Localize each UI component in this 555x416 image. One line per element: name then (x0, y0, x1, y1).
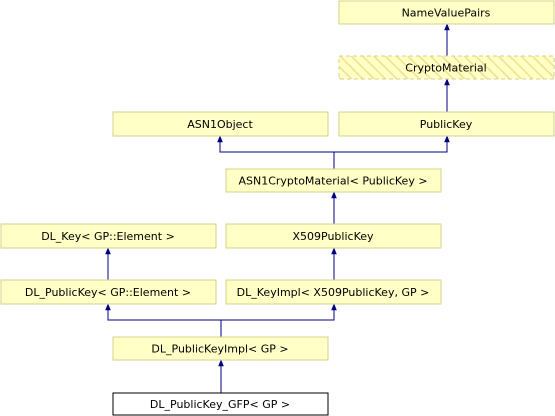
node-dlkey[interactable]: DL_Key< GP::Element > (0, 223, 217, 249)
node-x509publickey[interactable]: X509PublicKey (225, 223, 442, 249)
node-namevaluepairs[interactable]: NameValuePairs (338, 0, 555, 25)
edges (105, 23, 450, 393)
node-dlkey-label: DL_Key< GP::Element > (41, 230, 175, 243)
node-x509publickey-label: X509PublicKey (292, 230, 374, 243)
node-dlpublickeyimpl-label: DL_PublicKeyImpl< GP > (151, 343, 288, 356)
node-dlpublickey[interactable]: DL_PublicKey< GP::Element > (0, 279, 217, 305)
node-dlpublickeygfp[interactable]: DL_PublicKey_GFP< GP > (112, 392, 329, 416)
node-dlkeyimpl-label: DL_KeyImpl< X509PublicKey, GP > (237, 286, 430, 299)
node-cryptomaterial-label: CryptoMaterial (405, 62, 486, 75)
node-asn1cryptomaterial-label: ASN1CryptoMaterial< PublicKey > (238, 175, 427, 188)
edge-dlpublickeyimpl-to-dlkeyimpl (221, 303, 337, 321)
node-dlpublickey-label: DL_PublicKey< GP::Element > (25, 286, 191, 299)
node-cryptomaterial[interactable]: CryptoMaterial (338, 55, 555, 80)
edge-dlpublickeyimpl-to-dlpublickey (105, 303, 222, 337)
edge-asn1cryptomaterial-to-asn1object (217, 135, 335, 169)
node-asn1cryptomaterial[interactable]: ASN1CryptoMaterial< PublicKey > (225, 168, 442, 193)
node-asn1object[interactable]: ASN1Object (112, 111, 329, 137)
node-dlkeyimpl[interactable]: DL_KeyImpl< X509PublicKey, GP > (225, 279, 442, 305)
edge-asn1cryptomaterial-to-publickey (334, 135, 450, 153)
node-publickey-label: PublicKey (420, 118, 473, 131)
node-namevaluepairs-label: NameValuePairs (402, 7, 491, 20)
node-asn1object-label: ASN1Object (187, 118, 253, 131)
node-dlpublickeyimpl[interactable]: DL_PublicKeyImpl< GP > (112, 336, 329, 361)
node-dlpublickeygfp-label: DL_PublicKey_GFP< GP > (150, 398, 290, 411)
node-publickey[interactable]: PublicKey (338, 111, 555, 137)
